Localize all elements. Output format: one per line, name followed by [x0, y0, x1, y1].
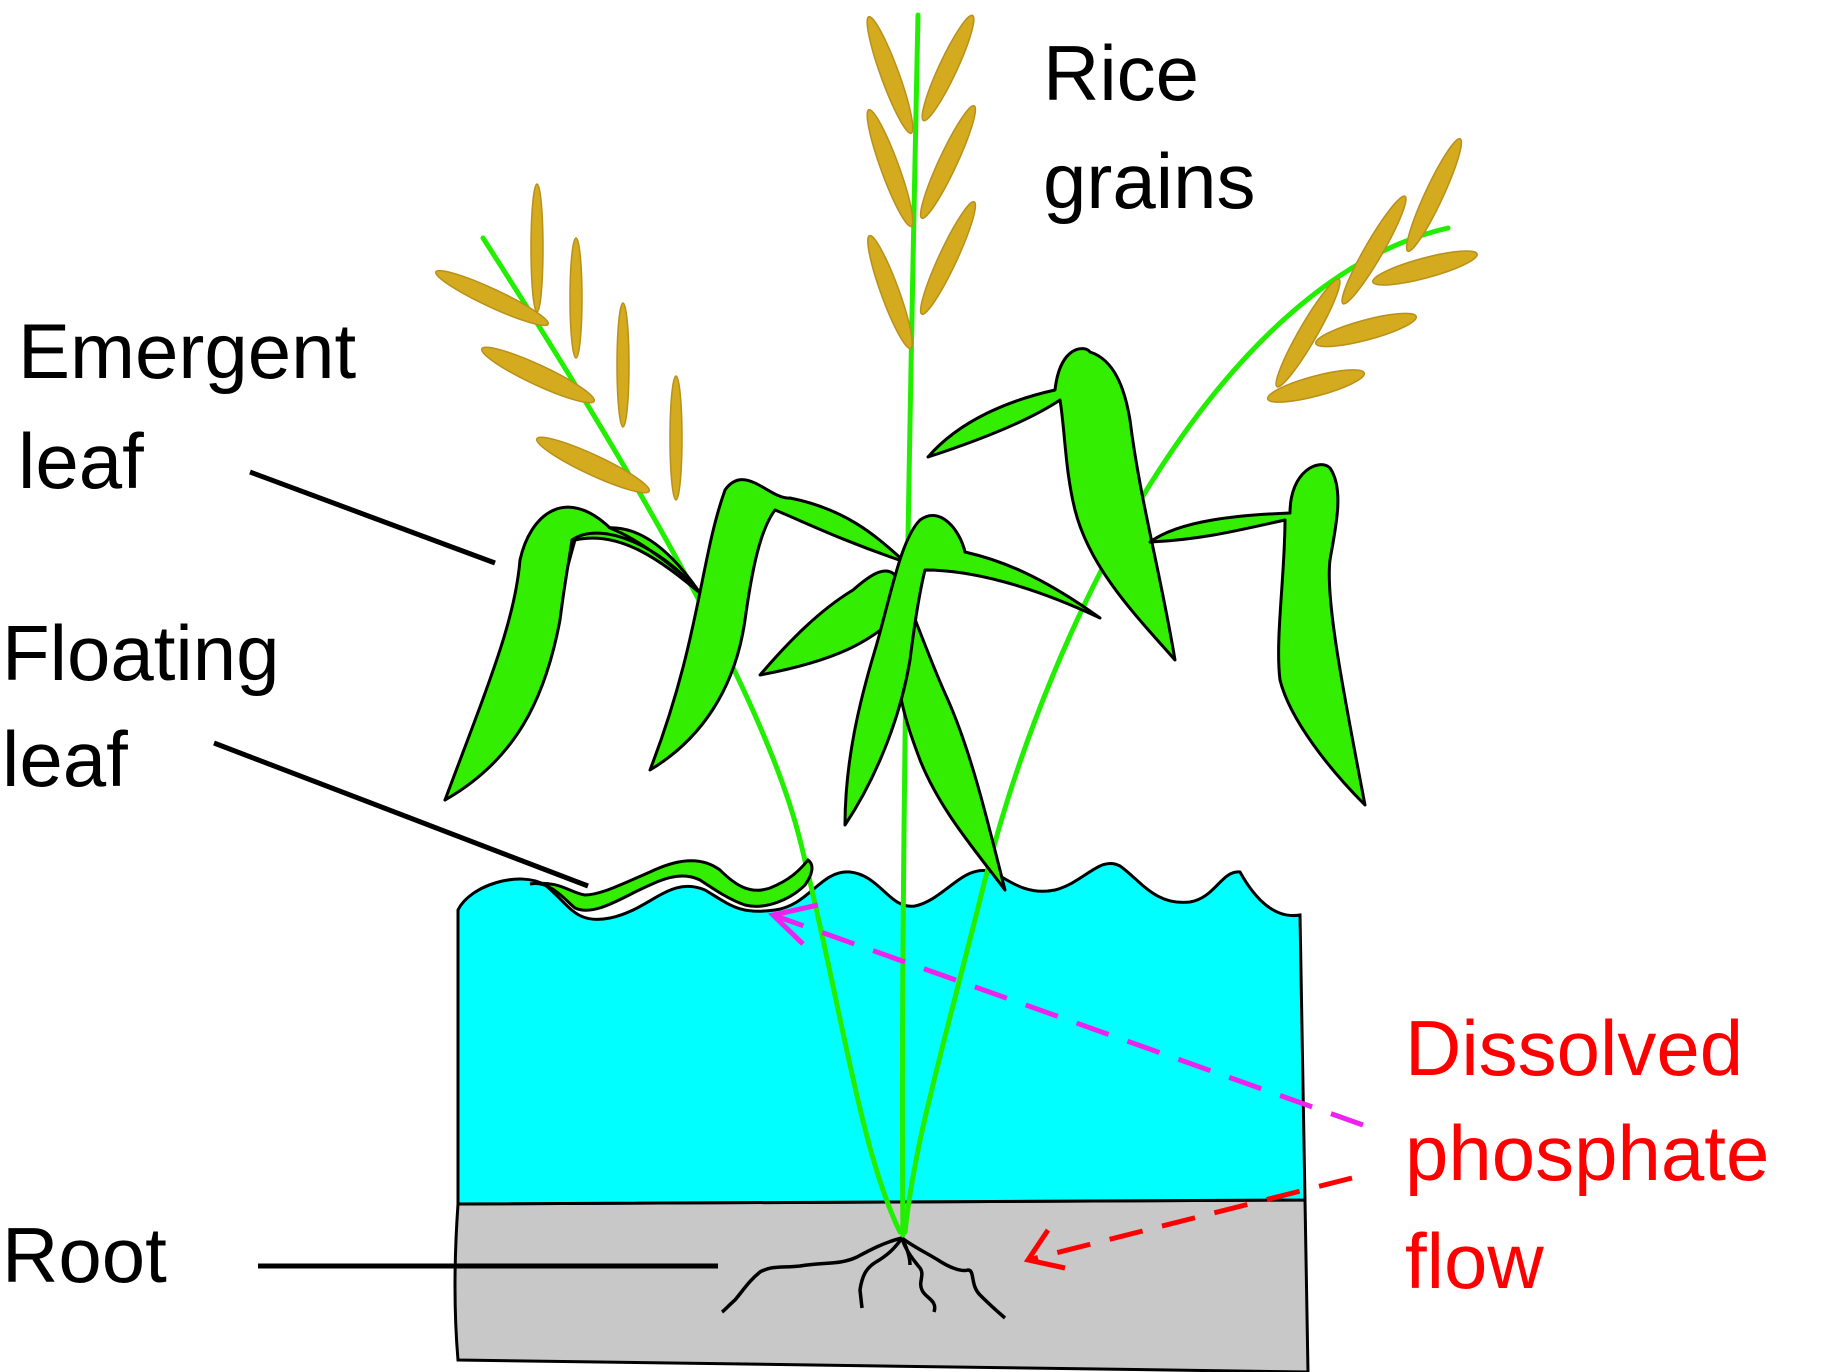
left-stem: [480, 235, 903, 1235]
water-flow-arrowhead: [767, 902, 819, 946]
emergent-leaf-leader: [249, 469, 496, 566]
floating-leaf-label: Floating leaf: [2, 609, 280, 803]
right-stem: [902, 225, 1451, 1235]
emergent-leaf-label: Emergent leaf: [18, 307, 356, 505]
soil-flow-arrow: [1027, 1175, 1353, 1263]
svg-text:Emergent: Emergent: [18, 307, 356, 395]
rice-grains: [434, 14, 1478, 501]
leaf-1b: [443, 505, 702, 802]
flow-arrows: [767, 902, 1364, 1271]
soil-flow-arrowhead: [1023, 1228, 1066, 1271]
soil-layer: [453, 1198, 1310, 1372]
svg-text:phosphate: phosphate: [1405, 1109, 1769, 1197]
svg-text:leaf: leaf: [2, 715, 128, 803]
dissolved-phosphate-flow-label: Dissolved phosphate flow: [1405, 1004, 1769, 1305]
svg-text:leaf: leaf: [18, 417, 144, 505]
svg-text:Dissolved: Dissolved: [1405, 1004, 1743, 1092]
svg-text:Rice: Rice: [1043, 29, 1199, 117]
leader-lines: [213, 469, 718, 1269]
floating-leaf: [529, 857, 814, 912]
roots: [720, 1236, 1007, 1320]
leaf-5: [843, 513, 1102, 827]
leaf-2: [648, 478, 907, 772]
svg-text:flow: flow: [1405, 1217, 1544, 1305]
root-label: Root: [2, 1211, 167, 1299]
svg-text:Floating: Floating: [2, 609, 280, 697]
leaf-3: [926, 347, 1177, 662]
rice-grains-label: Rice grains: [1043, 29, 1255, 225]
leaves: [443, 347, 1367, 892]
water-body: [456, 862, 1307, 1206]
floating-leaf-leader: [213, 740, 589, 889]
svg-text:grains: grains: [1043, 137, 1255, 225]
leaf-6: [1148, 463, 1367, 807]
svg-text:Root: Root: [2, 1211, 167, 1299]
